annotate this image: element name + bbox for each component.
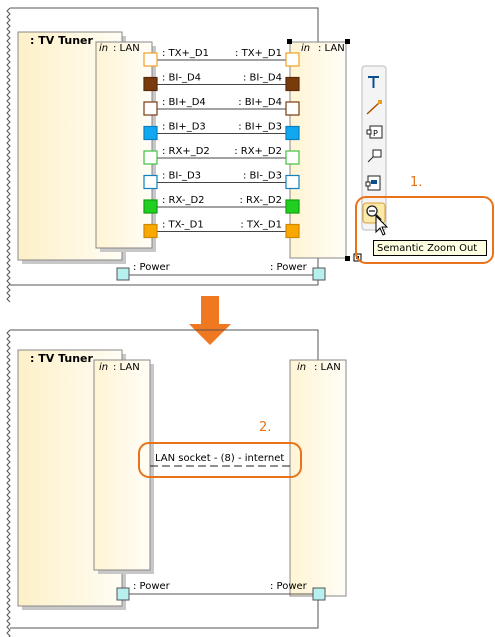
bottom-right-lan-keyword: in [297, 362, 306, 373]
bottom-left-lan-name: : LAN [113, 362, 140, 373]
step-1-label: 1. [410, 175, 422, 190]
right-wire-port[interactable] [285, 174, 300, 190]
bottom-power-right-label: : Power [270, 581, 308, 592]
right-wire-port[interactable] [285, 125, 300, 141]
right-wire-label: : TX-_D1 [240, 220, 282, 231]
top-right-lan-keyword: in [301, 43, 310, 54]
right-wire-label: : BI-_D3 [243, 171, 282, 182]
port-icon[interactable]: P [366, 125, 383, 139]
left-wire-label: : BI+_D3 [162, 122, 206, 133]
top-left-lan-name: : LAN [113, 43, 140, 54]
bottom-left-lan-keyword: in [99, 362, 108, 373]
left-wire-label: : BI-_D3 [162, 171, 201, 182]
semantic-zoom-out-tooltip: Semantic Zoom Out [373, 240, 487, 256]
top-connections: : TX+_D1 : TX+_D1 : BI-_D4 : BI-_D4 : BI+_D4… [143, 48, 300, 239]
step-2-label: 2. [259, 420, 271, 435]
step-1-highlight [355, 196, 494, 264]
right-wire-port[interactable] [285, 76, 300, 92]
left-wire-port[interactable] [143, 52, 158, 67]
right-wire-label: : TX+_D1 [235, 48, 282, 59]
left-wire-port[interactable] [143, 150, 158, 165]
top-part-title: : TV Tuner [30, 34, 93, 47]
bottom-right-lan-name: : LAN [314, 362, 341, 373]
step-2-highlight [138, 442, 302, 478]
connector-icon[interactable] [366, 100, 382, 115]
left-wire-port[interactable] [143, 76, 158, 92]
left-wire-label: : TX+_D1 [162, 48, 209, 59]
bottom-left-lan-port-block[interactable] [93, 359, 151, 571]
right-wire-port[interactable] [285, 150, 300, 165]
left-wire-port[interactable] [143, 174, 158, 190]
left-wire-port[interactable] [143, 101, 158, 116]
left-wire-port[interactable] [143, 199, 158, 214]
right-wire-label: : BI+_D4 [238, 97, 282, 108]
text-icon[interactable] [368, 76, 379, 88]
top-power-port-right[interactable] [312, 267, 326, 281]
top-right-lan-name: : LAN [318, 43, 345, 54]
right-wire-label: : RX+_D2 [234, 146, 282, 157]
bottom-power-port-right[interactable] [312, 587, 326, 601]
left-wire-port[interactable] [143, 223, 158, 239]
bottom-right-lan-port-block[interactable] [289, 359, 347, 597]
connector-label: LAN socket - (8) - internet [155, 453, 284, 464]
left-wire-label: : BI-_D4 [162, 73, 201, 84]
svg-text:P: P [373, 129, 378, 138]
bottom-power-port-left[interactable] [116, 587, 130, 601]
bottom-part-title: : TV Tuner [30, 352, 93, 365]
top-power-right-label: : Power [270, 262, 308, 273]
top-power-port-left[interactable] [116, 267, 130, 281]
left-wire-label: : RX+_D2 [162, 146, 210, 157]
left-wire-label: : TX-_D1 [162, 220, 204, 231]
right-wire-port[interactable] [285, 199, 300, 214]
structure-icon[interactable] [365, 175, 381, 191]
note-icon[interactable] [367, 149, 382, 163]
top-power-left-label: : Power [133, 262, 171, 273]
down-arrow-icon [189, 296, 231, 345]
mouse-cursor-icon [375, 214, 389, 236]
right-wire-label: : RX-_D2 [239, 195, 282, 206]
zoom-out-icon[interactable] [362, 202, 386, 224]
right-wire-port[interactable] [285, 52, 300, 67]
right-wire-label: : BI-_D4 [243, 73, 282, 84]
left-wire-label: : RX-_D2 [162, 195, 205, 206]
left-wire-port[interactable] [143, 125, 158, 141]
top-left-lan-keyword: in [99, 43, 108, 54]
bottom-power-left-label: : Power [133, 581, 171, 592]
top-left-lan-port-block[interactable] [95, 41, 153, 249]
right-wire-label: : BI+_D3 [238, 122, 282, 133]
left-wire-label: : BI+_D4 [162, 97, 206, 108]
right-wire-port[interactable] [285, 223, 300, 239]
right-wire-port[interactable] [285, 101, 300, 116]
